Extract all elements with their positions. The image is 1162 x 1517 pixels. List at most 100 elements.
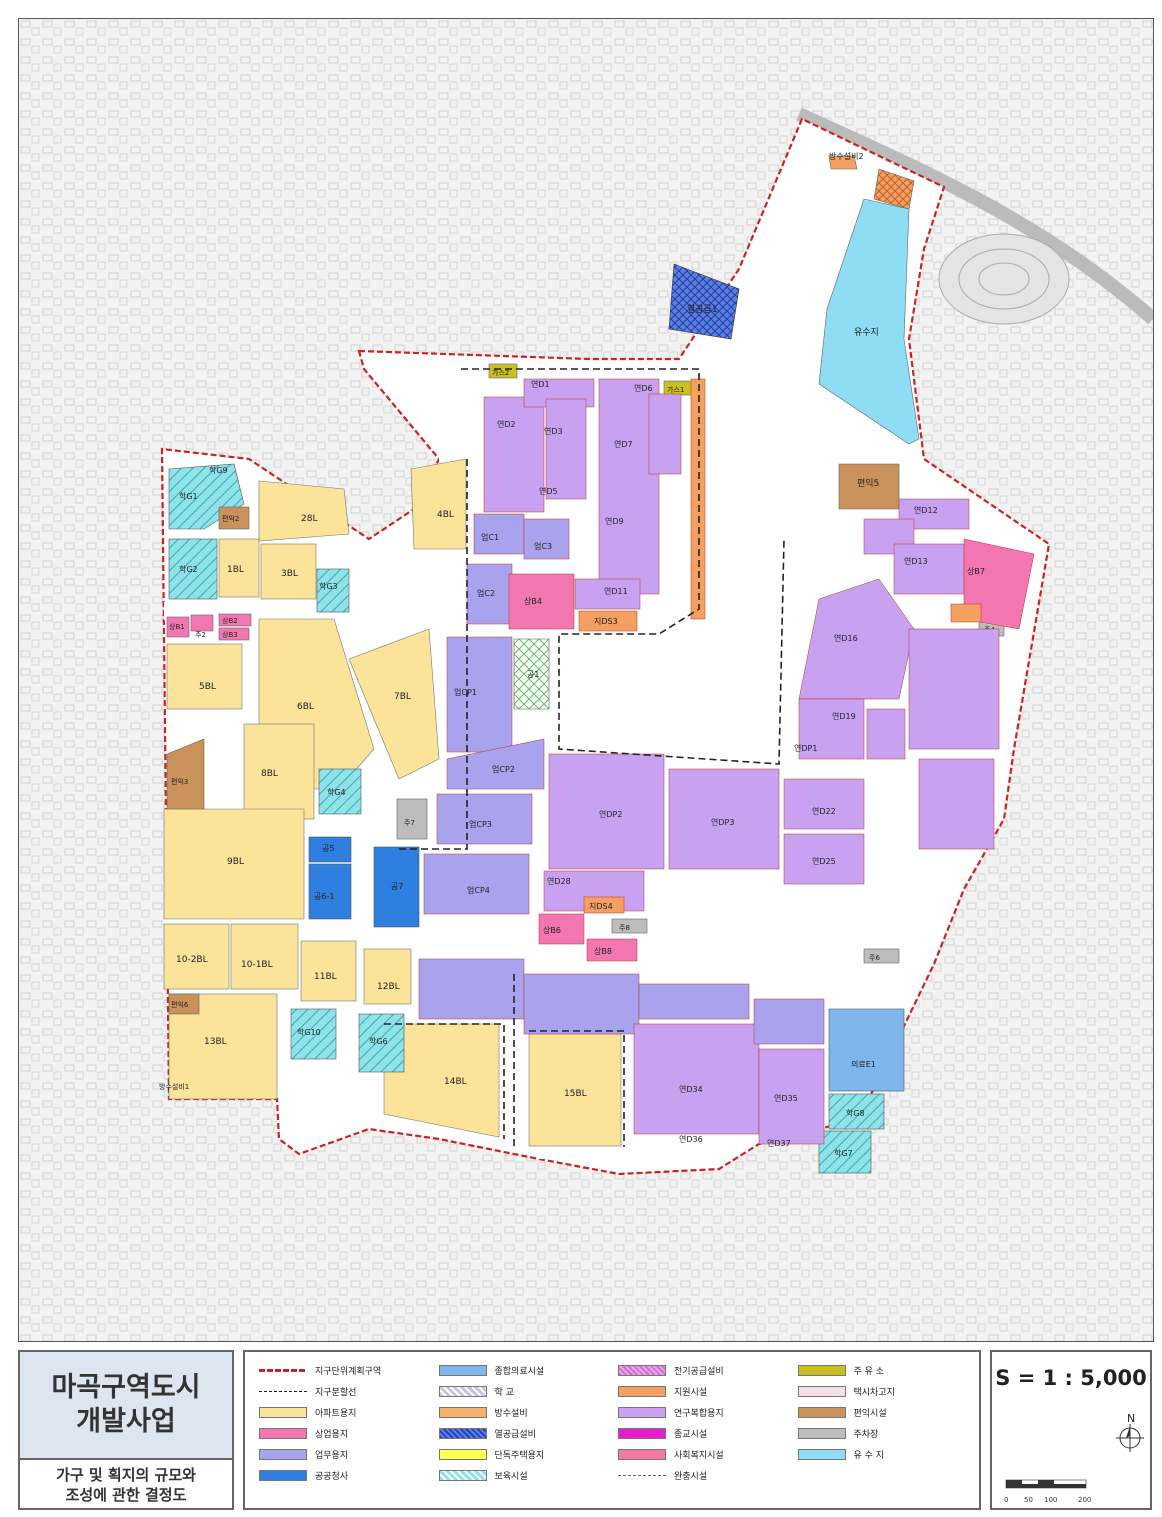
label-eopCP2: 업CP2 bbox=[492, 765, 515, 774]
label-bangsu2: 방수설비2 bbox=[829, 151, 864, 161]
legend-item: 주 유 소 bbox=[797, 1360, 966, 1381]
legend-label: 지원시설 bbox=[674, 1388, 708, 1398]
legend-label: 보육시설 bbox=[494, 1472, 528, 1482]
legend-swatch bbox=[797, 1449, 846, 1460]
legend-label: 상업용지 bbox=[315, 1430, 349, 1440]
zone-bangsu2[interactable] bbox=[828, 155, 858, 170]
label-hakG8: 학G8 bbox=[846, 1108, 865, 1118]
legend-swatch bbox=[438, 1449, 487, 1460]
label-yeonD7: 연D7 bbox=[614, 440, 633, 449]
legend-item: 종합의료시설 bbox=[438, 1360, 607, 1381]
legend-label: 공공청사 bbox=[315, 1472, 349, 1482]
zone-yusuji[interactable] bbox=[818, 198, 920, 445]
zone-yeolgong1[interactable] bbox=[668, 263, 740, 340]
scale-bar: 0 50 100 200 bbox=[1004, 1479, 1091, 1504]
label-yeonD11: 연D11 bbox=[604, 587, 628, 596]
label-jiDS3: 지DS3 bbox=[594, 617, 618, 626]
zone-pyeonik3[interactable] bbox=[166, 738, 205, 810]
zone-pyeonik2[interactable] bbox=[218, 506, 250, 530]
legend-swatch bbox=[438, 1386, 487, 1397]
legend-item: 전기공급설비 bbox=[618, 1360, 786, 1381]
label-yeonD5: 연D5 bbox=[539, 487, 558, 496]
research-plots-central bbox=[548, 753, 780, 870]
legend-swatch bbox=[618, 1449, 666, 1460]
legend-label: 유 수 지 bbox=[853, 1451, 885, 1461]
label-yeonDP1: 연DP1 bbox=[794, 744, 817, 753]
legend-label: 주차장 bbox=[853, 1430, 879, 1440]
legend-label: 아파트용지 bbox=[315, 1409, 357, 1419]
legend-item: 완충시설 bbox=[618, 1465, 786, 1486]
zone-parking-ju8[interactable] bbox=[611, 918, 648, 934]
north-label: N bbox=[1127, 1412, 1135, 1425]
hill-contours bbox=[938, 233, 1070, 325]
label-yeonD16: 연D16 bbox=[834, 634, 858, 643]
sub-district-line bbox=[461, 368, 785, 765]
label-bl12: 12BL bbox=[377, 982, 400, 992]
label-yeonD6: 연D6 bbox=[634, 384, 653, 393]
apartment-blocks bbox=[163, 458, 622, 1147]
label-uiryoE1: 의료E1 bbox=[851, 1059, 876, 1069]
scale-label-50: 50 bbox=[1024, 1496, 1033, 1504]
label-yeonD35: 연D35 bbox=[774, 1094, 798, 1103]
legend-swatch bbox=[618, 1475, 666, 1476]
zone-pyeonik6[interactable] bbox=[168, 993, 200, 1015]
legend-label: 지구분할선 bbox=[315, 1388, 357, 1398]
land-use-map[interactable]: 방수설비2 유수지 열공급1 편익5 28L 4BL 1BL 3BL 5BL 6… bbox=[18, 18, 1154, 1342]
north-arrow-icon: N bbox=[1116, 1412, 1144, 1452]
label-sangB7: 상B7 bbox=[967, 566, 985, 576]
scale-panel: S = 1 : 5,000 N 0 50 100 200 bbox=[990, 1350, 1152, 1510]
legend-swatch bbox=[259, 1428, 307, 1439]
label-sangB8: 상B8 bbox=[594, 946, 612, 956]
legend-item: 아파트용지 bbox=[259, 1402, 427, 1423]
commercial-west bbox=[166, 613, 252, 641]
legend-label: 지구단위계획구역 bbox=[315, 1367, 382, 1377]
legend-swatch bbox=[259, 1470, 307, 1481]
subtitle-line-1: 가구 및 획지의 규모와 bbox=[56, 1466, 196, 1484]
label-bl10-1: 10-1BL bbox=[241, 960, 273, 970]
label-bl3: 3BL bbox=[281, 569, 298, 579]
legend-swatch bbox=[259, 1449, 307, 1460]
label-pyeonik5: 편익5 bbox=[857, 477, 879, 489]
zone-parking-ju6[interactable] bbox=[863, 948, 900, 964]
label-gong5: 공5 bbox=[322, 844, 334, 853]
label-sangB2: 상B2 bbox=[222, 616, 238, 625]
label-bl15: 15BL bbox=[564, 1089, 587, 1099]
legend-item: 지구단위계획구역 bbox=[259, 1360, 427, 1381]
label-gong1: 공1 bbox=[527, 670, 539, 679]
label-bl13: 13BL bbox=[204, 1037, 227, 1047]
legend-label: 택시차고지 bbox=[853, 1388, 895, 1398]
legend-item: 방수설비 bbox=[438, 1402, 607, 1423]
label-pyeonik6: 편익6 bbox=[171, 1000, 189, 1009]
label-bl14: 14BL bbox=[444, 1077, 467, 1087]
legend-swatch bbox=[797, 1407, 846, 1418]
legend-item: 열공급설비 bbox=[438, 1423, 607, 1444]
label-ju8: 주8 bbox=[619, 924, 630, 932]
scale-text: S = 1 : 5,000 bbox=[995, 1366, 1147, 1390]
zone-parking-ju7[interactable] bbox=[396, 798, 428, 840]
label-eopCP1: 업CP1 bbox=[454, 688, 477, 697]
scale-label-0: 0 bbox=[1004, 1496, 1008, 1504]
zone-gas2[interactable] bbox=[488, 363, 518, 379]
scale-label-100: 100 bbox=[1044, 1496, 1057, 1504]
label-eopC3: 업C3 bbox=[534, 542, 552, 551]
label-bl9: 9BL bbox=[227, 857, 244, 867]
scale-graphics: N 0 50 100 200 bbox=[1004, 1412, 1144, 1504]
label-yeonD25: 연D25 bbox=[812, 857, 836, 866]
legend-swatch bbox=[618, 1428, 666, 1439]
legend-label: 업무용지 bbox=[315, 1451, 349, 1461]
label-yeonD2: 연D2 bbox=[497, 420, 516, 429]
label-jiDS4: 지DS4 bbox=[589, 902, 613, 911]
label-gong7: 공7 bbox=[391, 882, 403, 891]
label-yeonD34: 연D34 bbox=[679, 1085, 703, 1094]
legend-swatch bbox=[259, 1391, 307, 1392]
zone-park[interactable] bbox=[513, 638, 550, 710]
label-bl4: 4BL bbox=[437, 510, 454, 520]
title-panel: 마곡구역도시 개발사업 가구 및 획지의 규모와 조성에 관한 결정도 bbox=[18, 1350, 234, 1510]
label-hakG10: 학G10 bbox=[297, 1027, 321, 1037]
label-yeonD22: 연D22 bbox=[812, 807, 836, 816]
legend-swatch bbox=[618, 1407, 666, 1418]
label-bl7: 7BL bbox=[394, 692, 411, 702]
legend-item: 유 수 지 bbox=[797, 1444, 966, 1465]
